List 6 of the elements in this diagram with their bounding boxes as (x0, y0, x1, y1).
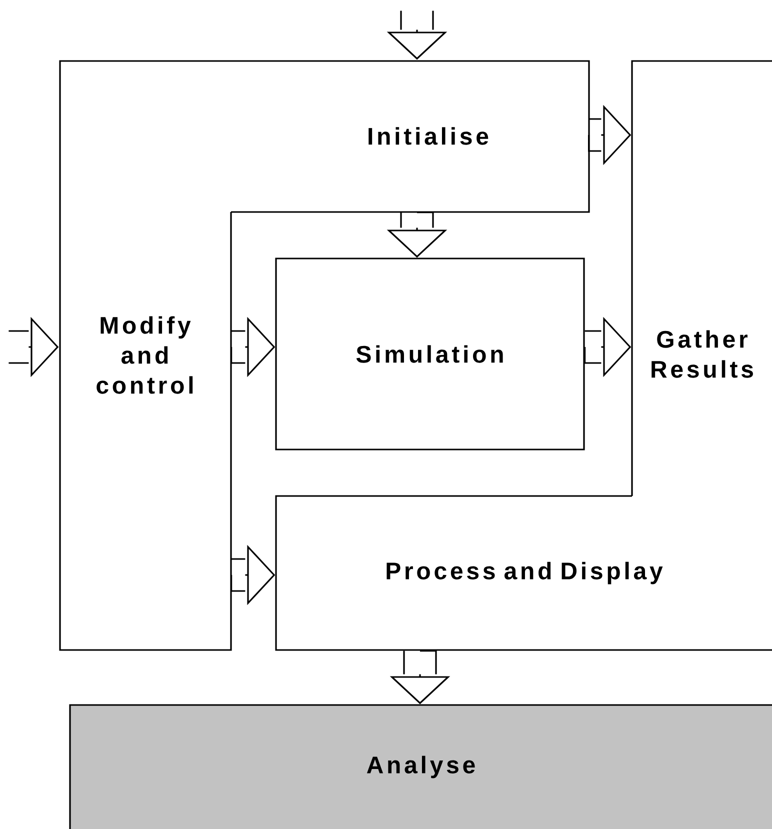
process-box: Simulation (275, 258, 585, 450)
block-region: Modify and control (59, 60, 232, 651)
block-region: Initialise (231, 60, 590, 213)
shaded-box: Analyse (69, 704, 772, 829)
block-region: Gather Results (631, 60, 772, 496)
block-region: Process and Display (275, 495, 772, 651)
